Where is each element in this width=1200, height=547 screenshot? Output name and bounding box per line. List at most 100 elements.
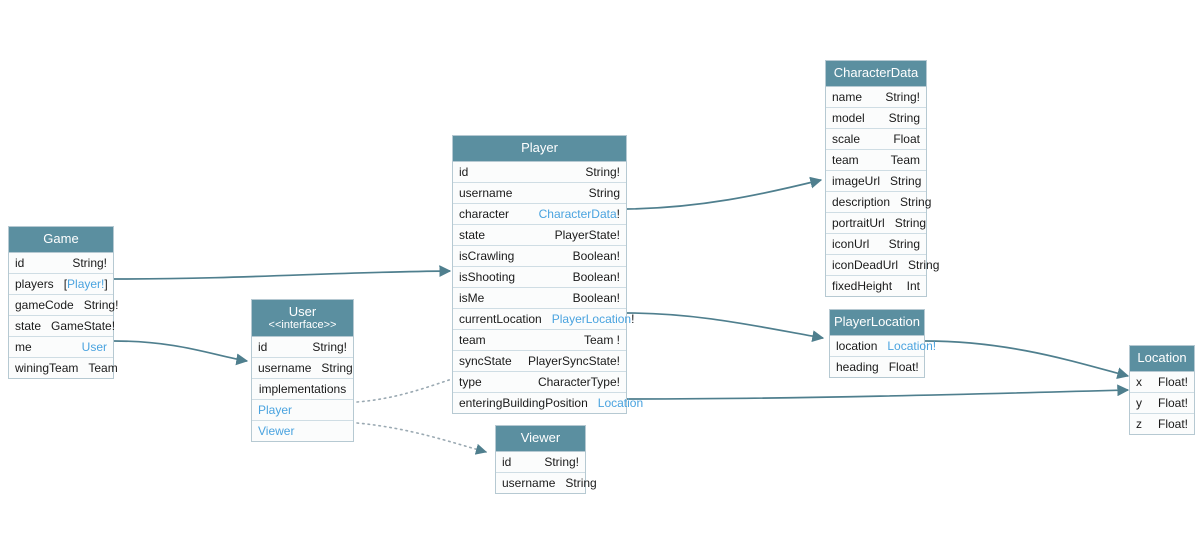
- table-row[interactable]: portraitUrl String: [826, 213, 926, 235]
- field-name: id: [258, 340, 268, 355]
- table-row[interactable]: gameCode String!: [9, 295, 118, 317]
- table-row[interactable]: state PlayerState!: [453, 225, 626, 247]
- table-row[interactable]: id String!: [252, 337, 353, 359]
- field-type: Float!: [888, 360, 919, 375]
- edge-user-implements-player: [356, 378, 453, 403]
- implementation-item-player[interactable]: Player: [252, 400, 353, 422]
- field-name: state: [15, 319, 42, 334]
- field-type: String!: [72, 256, 107, 271]
- field-type: String!: [83, 298, 119, 313]
- type-link[interactable]: PlayerLocation: [551, 312, 632, 327]
- table-row[interactable]: model String: [826, 108, 926, 130]
- field-name: iconDeadUrl: [832, 258, 899, 273]
- table-row[interactable]: scale Float: [826, 129, 926, 151]
- implementation-item-viewer[interactable]: Viewer: [252, 421, 353, 442]
- field-name: username: [459, 186, 513, 201]
- field-name: name: [832, 90, 863, 105]
- field-type: GameState!: [51, 319, 116, 334]
- field-name: isShooting: [459, 270, 516, 285]
- table-row[interactable]: imageUrl String: [826, 171, 926, 193]
- field-type: Team: [88, 361, 118, 376]
- edge-playerlocation-to-location: [924, 340, 1130, 380]
- entity-player[interactable]: Player id String! username String charac…: [452, 135, 643, 415]
- implementations-header: implementations: [252, 379, 353, 401]
- field-name: username: [258, 361, 312, 376]
- table-row[interactable]: z Float!: [1130, 414, 1194, 435]
- table-row[interactable]: isCrawling Boolean!: [453, 246, 626, 268]
- table-row[interactable]: description String: [826, 192, 931, 214]
- type-link[interactable]: CharacterData: [538, 207, 617, 222]
- table-row[interactable]: team Team !: [453, 330, 626, 352]
- table-row[interactable]: isShooting Boolean!: [453, 267, 626, 289]
- field-name: team: [832, 153, 859, 168]
- field-name: team: [459, 333, 486, 348]
- entity-location[interactable]: Location x Float! y Float! z Float!: [1129, 345, 1195, 436]
- field-type: CharacterData!: [539, 207, 620, 221]
- field-type: String: [588, 186, 620, 201]
- type-link[interactable]: Viewer: [258, 424, 295, 439]
- edge-user-implements-viewer: [356, 422, 488, 455]
- type-link[interactable]: Player: [258, 403, 293, 418]
- field-type: String!: [312, 340, 347, 355]
- field-name: id: [15, 256, 25, 271]
- type-link[interactable]: Location!: [887, 339, 937, 354]
- entity-game[interactable]: Game id String! players [Player!] gameCo…: [8, 226, 118, 380]
- table-row[interactable]: character CharacterData!: [453, 204, 626, 226]
- table-row[interactable]: currentLocation PlayerLocation!: [453, 309, 634, 331]
- table-row[interactable]: id String!: [9, 253, 113, 275]
- field-name: id: [459, 165, 469, 180]
- entity-character-data[interactable]: CharacterData name String! model String …: [825, 60, 939, 298]
- table-row[interactable]: state GameState!: [9, 316, 116, 338]
- field-type: String: [888, 237, 920, 252]
- table-row[interactable]: name String!: [826, 87, 926, 109]
- table-row[interactable]: syncState PlayerSyncState!: [453, 351, 626, 373]
- table-row[interactable]: me User: [9, 337, 113, 359]
- field-type: String: [890, 174, 922, 189]
- field-name: type: [459, 375, 482, 390]
- field-name: fixedHeight: [832, 279, 893, 294]
- table-row[interactable]: username String: [252, 358, 353, 380]
- table-row[interactable]: players [Player!]: [9, 274, 113, 296]
- table-row[interactable]: y Float!: [1130, 393, 1194, 415]
- type-link[interactable]: Location: [597, 396, 644, 411]
- table-row[interactable]: id String!: [453, 162, 626, 184]
- field-type: String!: [885, 90, 920, 105]
- table-row[interactable]: isMe Boolean!: [453, 288, 626, 310]
- field-name: portraitUrl: [832, 216, 885, 231]
- table-row[interactable]: username String: [453, 183, 626, 205]
- field-type: CharacterType!: [537, 375, 620, 390]
- field-name: y: [1136, 396, 1142, 411]
- table-row[interactable]: location Location!: [830, 336, 936, 358]
- entity-viewer[interactable]: Viewer id String! username String: [495, 425, 597, 495]
- type-link[interactable]: User: [81, 340, 107, 355]
- table-row[interactable]: iconUrl String: [826, 234, 926, 256]
- field-name: winingTeam: [15, 361, 79, 376]
- table-row[interactable]: username String: [496, 473, 597, 494]
- entity-player-location[interactable]: PlayerLocation location Location! headin…: [829, 309, 936, 379]
- field-name: isMe: [459, 291, 485, 306]
- field-type: Boolean!: [572, 249, 620, 264]
- field-name: heading: [836, 360, 879, 375]
- table-row[interactable]: winingTeam Team: [9, 358, 118, 379]
- entity-location-title: Location: [1130, 346, 1194, 373]
- type-link[interactable]: Player!: [67, 277, 105, 292]
- field-type: Float!: [1157, 375, 1188, 390]
- table-row[interactable]: fixedHeight Int: [826, 276, 926, 297]
- field-name: scale: [832, 132, 861, 147]
- field-name: z: [1136, 417, 1142, 432]
- table-row[interactable]: heading Float!: [830, 357, 924, 378]
- table-row[interactable]: type CharacterType!: [453, 372, 626, 394]
- table-row[interactable]: team Team: [826, 150, 926, 172]
- entity-player-title: Player: [453, 136, 626, 163]
- table-row[interactable]: id String!: [496, 452, 585, 474]
- field-name: character: [459, 207, 510, 222]
- table-row[interactable]: iconDeadUrl String: [826, 255, 939, 277]
- field-type: String: [900, 195, 932, 210]
- table-row[interactable]: x Float!: [1130, 372, 1194, 394]
- field-type: Float: [893, 132, 920, 147]
- table-row[interactable]: enteringBuildingPosition Location: [453, 393, 643, 414]
- entity-user[interactable]: User <<interface>> id String! username S…: [251, 299, 354, 443]
- field-name: iconUrl: [832, 237, 870, 252]
- field-type: Boolean!: [572, 291, 620, 306]
